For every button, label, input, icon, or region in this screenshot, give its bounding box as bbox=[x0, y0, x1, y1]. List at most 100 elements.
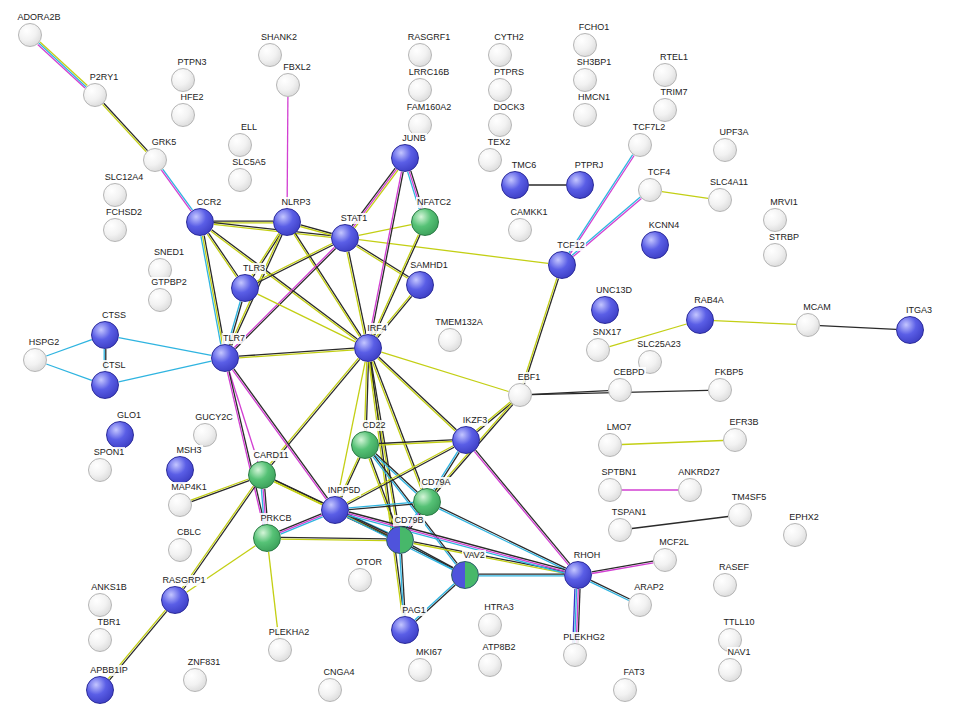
edge-strand bbox=[163, 169, 193, 210]
node-label: NLRP3 bbox=[280, 197, 311, 208]
interaction-edge bbox=[270, 358, 359, 465]
node-label: FAM160A2 bbox=[406, 102, 453, 113]
edge-strand bbox=[234, 369, 328, 498]
interaction-edge bbox=[349, 502, 413, 509]
edge-strand bbox=[201, 236, 221, 344]
node-label: CEBPD bbox=[612, 367, 645, 378]
protein-node: OTOR bbox=[348, 568, 372, 592]
interaction-edge bbox=[119, 338, 212, 356]
edge-strand bbox=[214, 221, 273, 222]
protein-node: FAT3 bbox=[613, 678, 637, 702]
node-label: TLR7 bbox=[222, 333, 246, 344]
node-label: EPHX2 bbox=[788, 512, 820, 523]
protein-node: UNC13D bbox=[591, 296, 619, 324]
protein-node: FBXL2 bbox=[276, 73, 300, 97]
node-label: TLR3 bbox=[242, 263, 266, 274]
protein-node: MCAM bbox=[796, 313, 820, 337]
protein-node: MSH3 bbox=[166, 456, 194, 484]
interaction-edge bbox=[592, 561, 654, 573]
edge-strand bbox=[592, 563, 653, 574]
interaction-edge bbox=[300, 225, 331, 235]
interaction-edge bbox=[622, 441, 723, 445]
interaction-edge bbox=[569, 155, 634, 254]
protein-node: TSPAN1 bbox=[608, 518, 632, 542]
protein-node: TRIM7 bbox=[653, 98, 677, 122]
protein-node: PLEKHG2 bbox=[563, 643, 587, 667]
edge-strand bbox=[378, 358, 456, 431]
edge-strand bbox=[203, 236, 223, 344]
protein-node: CTSL bbox=[91, 371, 119, 399]
interaction-edge bbox=[359, 225, 412, 236]
edge-strand bbox=[570, 156, 634, 254]
protein-node: CTSS bbox=[91, 321, 119, 349]
protein-node: APBB1IP bbox=[86, 676, 114, 704]
node-label: TRIM7 bbox=[660, 87, 689, 98]
interaction-edge bbox=[214, 221, 273, 223]
node-label: PAG1 bbox=[401, 605, 426, 616]
edge-strand bbox=[300, 227, 331, 236]
protein-node: HMCN1 bbox=[573, 103, 597, 127]
edge-strand bbox=[820, 326, 896, 330]
edge-strand bbox=[523, 278, 557, 383]
protein-node: RASGRP1 bbox=[161, 586, 189, 614]
protein-node: ITGA3 bbox=[896, 316, 924, 344]
interaction-edge bbox=[227, 371, 264, 524]
edge-strand bbox=[257, 244, 332, 282]
protein-node: RAB4A bbox=[686, 306, 714, 334]
node-label: GRK5 bbox=[151, 137, 178, 148]
edge-strand bbox=[622, 441, 723, 445]
protein-node: GTPBP2 bbox=[148, 288, 172, 312]
interaction-edge bbox=[119, 361, 212, 382]
interaction-edge bbox=[632, 517, 728, 529]
node-label: MKI67 bbox=[415, 647, 443, 658]
node-label: TCF7L2 bbox=[632, 122, 667, 133]
node-label: SPTBN1 bbox=[600, 467, 637, 478]
interaction-edge bbox=[233, 369, 328, 499]
node-label: LRRC16B bbox=[408, 67, 451, 78]
edge-strand bbox=[258, 294, 356, 342]
protein-node: JUNB bbox=[391, 144, 419, 172]
node-label: MCAM bbox=[802, 302, 832, 313]
node-label: SH3BP1 bbox=[576, 57, 613, 68]
protein-node: RTEL1 bbox=[653, 63, 677, 87]
edge-strand bbox=[281, 539, 386, 541]
edge-strand bbox=[233, 370, 327, 499]
edge-strand bbox=[184, 487, 255, 589]
protein-node: SLC4A11 bbox=[708, 188, 732, 212]
edge-strand bbox=[662, 192, 708, 199]
node-label: MAP4K1 bbox=[170, 482, 208, 493]
protein-node: MRVI1 bbox=[763, 208, 787, 232]
node-label: FCHSD2 bbox=[105, 207, 143, 218]
protein-node: HSPG2 bbox=[23, 348, 47, 372]
protein-node: SAMHD1 bbox=[406, 271, 434, 299]
protein-node: DOCK3 bbox=[488, 113, 512, 137]
interaction-edge bbox=[590, 580, 629, 600]
node-label: ADORA2B bbox=[17, 12, 62, 23]
protein-node: GUCY2C bbox=[193, 423, 217, 447]
edge-strand bbox=[529, 184, 566, 185]
node-label: CD79B bbox=[393, 515, 424, 526]
node-label: UPF3A bbox=[718, 127, 749, 138]
node-label: NAV1 bbox=[727, 647, 752, 658]
protein-node: SLC12A4 bbox=[103, 183, 127, 207]
protein-node: ADORA2B bbox=[18, 23, 42, 47]
node-label: CTSS bbox=[101, 310, 127, 321]
node-label: CARD11 bbox=[253, 450, 290, 461]
protein-node: MAP4K1 bbox=[168, 493, 192, 517]
interaction-edge bbox=[239, 348, 354, 358]
interaction-edge bbox=[662, 192, 708, 199]
protein-node: PTPRJ bbox=[566, 171, 594, 199]
protein-node: STAT1 bbox=[331, 224, 359, 252]
protein-node: TCF4 bbox=[638, 178, 662, 202]
edge-strand bbox=[381, 352, 508, 391]
edge-strand bbox=[632, 517, 728, 529]
node-label: RAB4A bbox=[693, 295, 725, 306]
protein-node: P2RY1 bbox=[83, 83, 107, 107]
edge-strand bbox=[204, 236, 224, 344]
node-label: STAT1 bbox=[340, 213, 369, 224]
protein-node: FCHO1 bbox=[573, 33, 597, 57]
edge-strand bbox=[269, 552, 279, 638]
protein-node: TEX2 bbox=[478, 148, 502, 172]
interaction-edge bbox=[369, 362, 404, 616]
